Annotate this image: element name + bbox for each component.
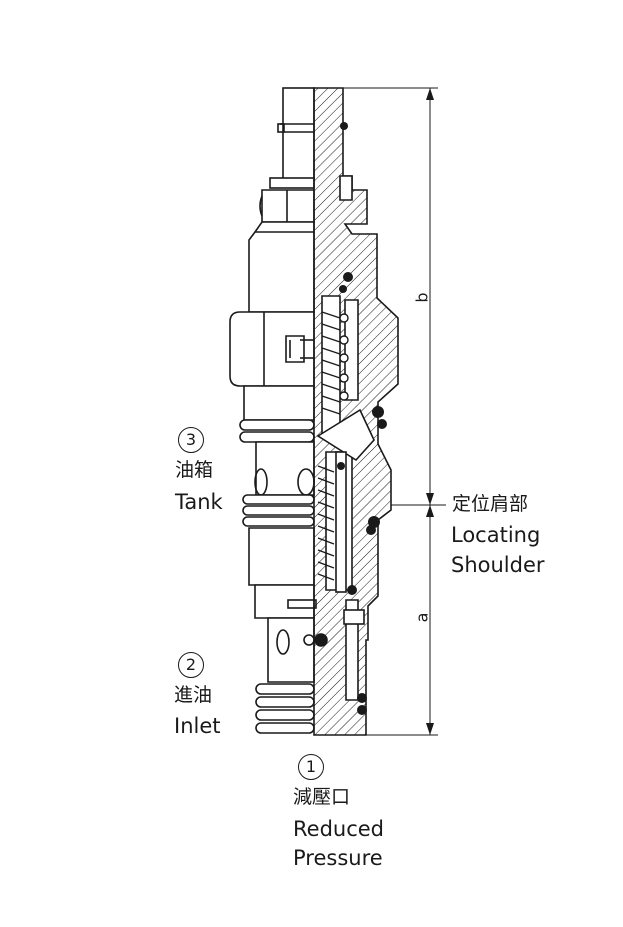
dimension-lines <box>343 87 446 736</box>
inlet-section <box>255 683 315 734</box>
lower-spring <box>317 465 335 581</box>
locating-label-en-1: Locating <box>451 523 541 547</box>
section-outline <box>313 87 399 736</box>
tank-label-cn: 油箱 <box>175 459 214 481</box>
lock-nut <box>259 177 315 223</box>
inlet-label-en: Inlet <box>174 714 221 738</box>
tank-port-section <box>239 385 315 527</box>
inlet-label-cn: 進油 <box>174 684 213 706</box>
reduced-label-cn: 減壓口 <box>293 786 351 808</box>
dimension-b-label: b <box>412 292 432 303</box>
reduced-label-en-2: Pressure <box>293 846 383 870</box>
tank-label-en: Tank <box>175 490 223 514</box>
locating-label-cn: 定位肩部 <box>452 493 529 515</box>
upper-spring <box>321 311 349 415</box>
reduced-pressure-label: 1 <box>298 751 324 780</box>
inlet-label: 2 <box>178 649 204 678</box>
tank-label: 3 <box>178 424 204 453</box>
reduced-label-en-1: Reduced <box>293 817 385 841</box>
port-number-3: 3 <box>178 427 204 453</box>
locating-label-en-2: Shoulder <box>451 553 545 577</box>
port-number-1: 1 <box>298 754 324 780</box>
adjusting-stem <box>277 87 315 181</box>
dimension-a-label: a <box>412 612 432 623</box>
o-ring-seals <box>337 122 387 715</box>
port-number-2: 2 <box>178 652 204 678</box>
hex-body <box>229 311 315 387</box>
adjuster-body <box>248 221 315 313</box>
